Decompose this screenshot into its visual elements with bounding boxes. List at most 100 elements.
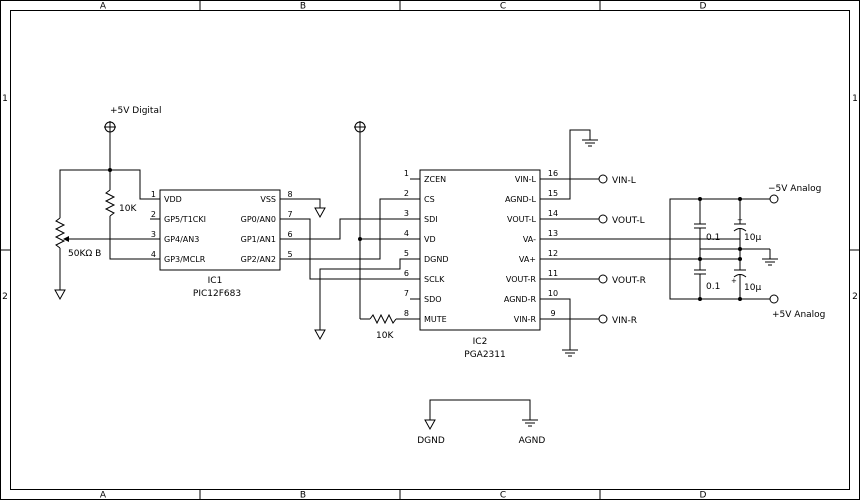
plus5-digital-label: +5V Digital: [110, 106, 161, 116]
vout-r-connector-icon[interactable]: [598, 274, 608, 284]
digital-bus: 10K: [300, 121, 410, 341]
plus5-analog-label: +5V Analog: [772, 310, 825, 320]
vss-ground-icon: [314, 207, 326, 219]
decoupling-network: −5V Analog +5V Analog 0.1 + 10µ 0.1 + 10…: [669, 184, 825, 320]
minus5-analog-terminal-icon[interactable]: [769, 194, 779, 204]
col-label-a: A: [100, 2, 107, 12]
ic2-pin-name: AGND-L: [505, 195, 537, 204]
ic2-pin-number: 4: [404, 229, 409, 238]
ic2-pin-number: 11: [548, 269, 558, 278]
row-label-2: 2: [2, 292, 8, 302]
pullup-resistor-icon: [104, 189, 116, 217]
ic1-pin-name: GP4/AN3: [164, 235, 199, 244]
col-label-c-bottom: C: [500, 491, 506, 500]
mute-resistor-label: 10K: [376, 331, 394, 341]
ic1-pin-number: 3: [151, 230, 156, 239]
dgnd-ground-icon: [314, 329, 326, 341]
row-label-1: 1: [2, 94, 8, 104]
ic1-pin-number: 6: [287, 230, 292, 239]
ic1-pin-number: 5: [287, 250, 292, 259]
vin-l-label: VIN-L: [612, 176, 636, 186]
vout-l-connector-icon[interactable]: [598, 214, 608, 224]
ic1-pin-name: GP1/AN1: [241, 235, 276, 244]
ic1-pin-name: VSS: [260, 195, 276, 204]
svg-text:+: +: [737, 216, 743, 224]
col-label-b: B: [300, 2, 306, 12]
ic2-pin-name: VD: [424, 235, 436, 244]
svg-text:+: +: [731, 277, 737, 285]
ic2-pin-name: MUTE: [424, 315, 447, 324]
ic2-pin-name: VA-: [523, 235, 536, 244]
ic1-ref: IC1: [208, 276, 223, 286]
ic2-pin-number: 8: [404, 309, 409, 318]
ic2-pin-number: 9: [550, 309, 555, 318]
ic2-pin-number: 1: [404, 169, 409, 178]
minus5-analog-label: −5V Analog: [768, 184, 821, 194]
agnd-legend-label: AGND: [519, 436, 546, 446]
ic2-pin-number: 2: [404, 189, 409, 198]
ic2-pin-name: VA+: [519, 255, 536, 264]
ic2-pin-number: 15: [548, 189, 558, 198]
ic1-pin-name: VDD: [164, 195, 182, 204]
ic2-pin-name: VIN-R: [514, 315, 537, 324]
ground-legend: DGND AGND: [417, 399, 546, 446]
row-label-2-right: 2: [852, 292, 858, 302]
vin-l-connector-icon[interactable]: [598, 174, 608, 184]
ic1-pin-name: GP3/MCLR: [164, 255, 206, 264]
ic1-pin-number: 1: [151, 190, 156, 199]
mute-resistor-icon: [369, 313, 397, 325]
ic2-pin-name: VOUT-R: [506, 275, 537, 284]
ic2-pin-number: 5: [404, 249, 409, 258]
vin-r-label: VIN-R: [612, 316, 637, 326]
ic1-pin-name: GP0/AN0: [241, 215, 276, 224]
ic2-pin-number: 13: [548, 229, 558, 238]
ic1-chip: 1VDD2GP5/T1CKI3GP4/AN34GP3/MCLR8VSS7GP0/…: [150, 189, 300, 299]
ic2-pin-name: CS: [424, 195, 435, 204]
potentiometer-icon: [54, 217, 66, 249]
vout-l-label: VOUT-L: [612, 216, 645, 226]
ic2-pin-number: 7: [404, 289, 409, 298]
ic1-pin-number: 2: [151, 210, 156, 219]
cap-01-upper-label: 0.1: [706, 233, 720, 243]
dgnd-legend-label: DGND: [417, 436, 445, 446]
analog-wiring: VIN-L VOUT-L VOUT-R VIN-R: [560, 129, 740, 357]
ic1-part: PIC12F683: [193, 289, 241, 299]
ic1-pin-number: 4: [151, 250, 156, 259]
potentiometer: 50KΩ B: [54, 217, 150, 301]
ic2-pin-name: SDI: [424, 215, 438, 224]
col-label-b-bottom: B: [300, 491, 306, 500]
ic2-pin-name: AGND-R: [504, 295, 537, 304]
ic2-ref: IC2: [473, 337, 488, 347]
col-label-c: C: [500, 2, 506, 12]
vout-r-label: VOUT-R: [612, 276, 646, 286]
ic1-pin-number: 8: [287, 190, 292, 199]
cap-10u-upper-label: 10µ: [744, 233, 761, 243]
ic1-pin-number: 7: [287, 210, 292, 219]
vin-r-connector-icon[interactable]: [598, 314, 608, 324]
pot-label: 50KΩ B: [68, 249, 101, 259]
pullup-resistor-label: 10K: [119, 204, 137, 214]
ic2-pin-number: 6: [404, 269, 409, 278]
ic2-pin-number: 16: [548, 169, 558, 178]
cap-01-lower-label: 0.1: [706, 282, 720, 292]
cap-10u-lower-label: 10µ: [744, 283, 761, 293]
digital-supply: +5V Digital 10K: [59, 106, 161, 260]
ic2-pin-name: ZCEN: [424, 175, 446, 184]
ic1-pin-name: GP2/AN2: [241, 255, 276, 264]
ic2-pin-name: VIN-L: [515, 175, 537, 184]
row-label-1-right: 1: [852, 94, 858, 104]
col-label-a-bottom: A: [100, 491, 107, 500]
ic2-pin-name: SCLK: [424, 275, 445, 284]
ic2-pin-number: 3: [404, 209, 409, 218]
ic2-pin-name: DGND: [424, 255, 449, 264]
plus5-analog-terminal-icon[interactable]: [769, 294, 779, 304]
dgnd-legend-icon: [424, 419, 436, 431]
ic2-pin-number: 10: [548, 289, 558, 298]
ic2-pin-name: VOUT-L: [507, 215, 537, 224]
ic2-pin-number: 14: [548, 209, 558, 218]
ic2-pin-number: 12: [548, 249, 558, 258]
col-label-d-bottom: D: [700, 491, 707, 500]
ic2-pin-name: SDO: [424, 295, 442, 304]
